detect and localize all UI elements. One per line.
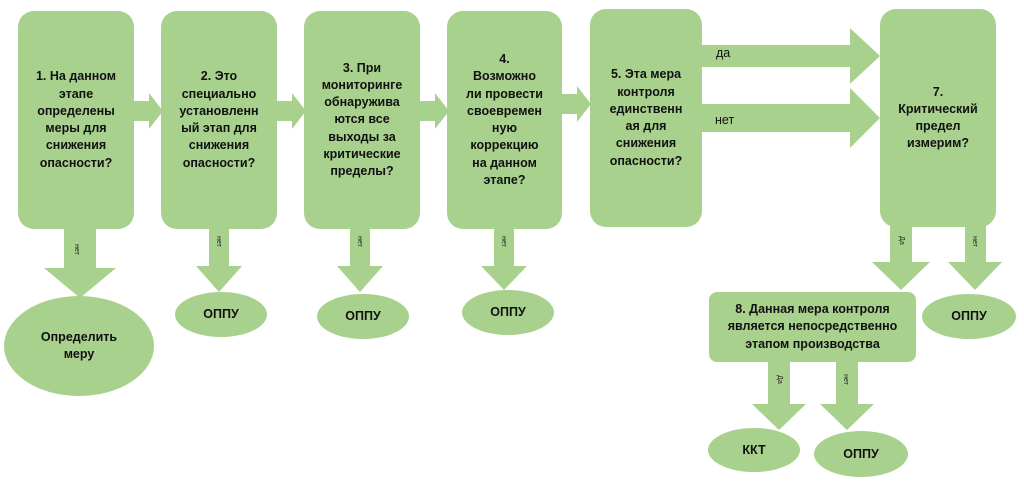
arrow-step3-down xyxy=(337,226,383,292)
outcome-oppu-step4: ОППУ xyxy=(462,290,554,335)
arrow-step5-no-to-step7 xyxy=(702,88,880,148)
label-step7-no: нет xyxy=(970,236,978,247)
label-no: нет xyxy=(715,113,735,127)
outcome-oppu-step3: ОППУ xyxy=(317,294,409,339)
label-step4-no: нет xyxy=(499,236,507,247)
step-1-box: 1. На данном этапе определены меры для с… xyxy=(18,11,134,229)
arrow-step4-to-step5 xyxy=(562,86,591,122)
step-7-box: 7. Критический предел измерим? xyxy=(880,9,996,227)
arrow-step1-down xyxy=(44,228,116,298)
outcome-oppu-step2: ОППУ xyxy=(175,292,267,337)
label-step1-no: нет xyxy=(72,244,80,255)
arrow-step8-yes-down xyxy=(752,362,806,430)
outcome-kkt: ККТ xyxy=(708,428,800,472)
label-step7-yes: Да xyxy=(897,236,905,245)
label-yes: да xyxy=(716,46,731,60)
step-8-box: 8. Данная мера контроля является непосре… xyxy=(709,292,916,362)
arrow-step5-yes-to-step7 xyxy=(702,28,880,84)
arrow-step3-to-step4 xyxy=(420,93,449,129)
outcome-oppu-step7: ОППУ xyxy=(922,294,1016,339)
step-3-box: 3. При мониторинге обнаружива ются все в… xyxy=(304,11,420,229)
arrow-step8-no-down xyxy=(820,362,874,430)
label-step8-no: нет xyxy=(841,374,849,385)
outcome-oppu-step8: ОППУ xyxy=(814,431,908,477)
label-step8-yes: Да xyxy=(775,375,783,384)
arrow-step4-down xyxy=(481,228,527,290)
arrow-step1-to-step2 xyxy=(134,93,163,129)
step-2-box: 2. Это специально установленн ый этап дл… xyxy=(161,11,277,229)
label-step2-no: нет xyxy=(214,236,222,247)
label-step3-no: нет xyxy=(355,236,363,247)
arrow-step2-to-step3 xyxy=(277,93,306,129)
step-4-box: 4. Возможно ли провести своевремен ную к… xyxy=(447,11,562,229)
arrow-step7-yes-down xyxy=(872,226,930,290)
outcome-define-measure: Определить меру xyxy=(4,296,154,396)
arrow-step2-down xyxy=(196,226,242,292)
arrow-step7-no-down xyxy=(948,226,1002,290)
step-5-box: 5. Эта мера контроля единственн ая для с… xyxy=(590,9,702,227)
